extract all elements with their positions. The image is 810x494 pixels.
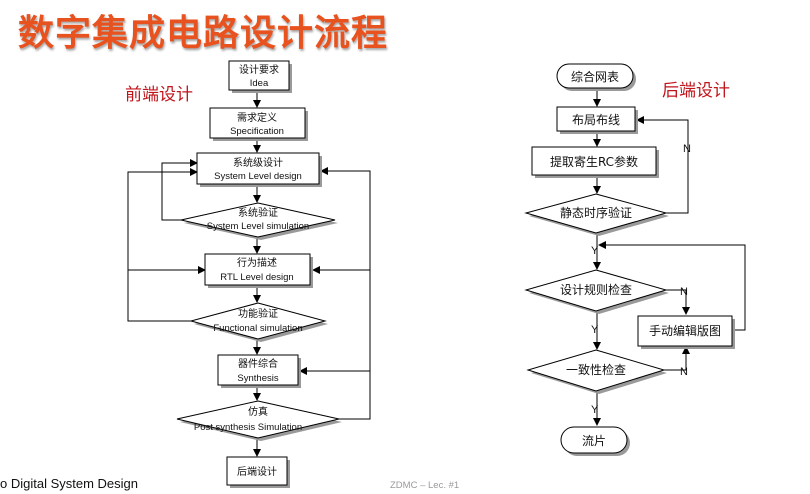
back-place-text: 布局布线 [572,113,620,127]
front-spec-box: 需求定义 Specification [209,107,308,141]
footer-mid: ZDMC – Lec. #1 [390,480,460,491]
front-sys-box: 系统级设计 System Level design [196,152,322,187]
front-post-diamond: 仿真 Post synthesis Simulation [176,400,342,441]
back-lvs-text: 一致性检查 [566,362,626,377]
back-drc-diamond: 设计规则检查 [524,269,669,314]
back-lvs-diamond: 一致性检查 [526,349,667,394]
front-func-en: Functional simulation [213,323,302,334]
back-netlist-text: 综合网表 [571,69,619,84]
front-post-en: Post synthesis Simulation [194,422,302,433]
front-sysver-cn: 系统验证 [238,206,278,219]
front-func-diamond: 功能验证 Functional simulation [189,302,328,342]
front-backend-box: 后端设计 [226,456,290,488]
front-req-en: Idea [250,78,269,89]
front-sysver-diamond: 系统验证 System Level simulation [180,202,338,240]
back-manual-text: 手动编辑版图 [649,323,721,338]
back-sta-yes: Y [591,245,599,257]
back-end-label: 后端设计 [662,81,730,101]
front-backend-cn: 后端设计 [237,465,277,478]
front-synth-cn: 器件综合 [238,357,278,370]
front-sys-cn: 系统级设计 [233,156,283,169]
back-drc-text: 设计规则检查 [560,282,632,297]
back-extract-box: 提取寄生RC参数 [531,146,659,178]
front-synth-en: Synthesis [237,373,278,384]
page-title: 数字集成电路设计流程 [18,13,389,54]
front-post-cn: 仿真 [248,405,268,418]
back-place-box: 布局布线 [556,106,638,134]
front-rtl-cn: 行为描述 [237,256,277,269]
front-sysver-en: System Level simulation [207,221,309,232]
front-connectors [127,92,371,457]
front-rtl-box: 行为描述 RTL Level design [204,253,313,288]
front-req-cn: 设计要求 [239,63,279,76]
footer-left: o Digital System Design [0,476,138,491]
front-synth-box: 器件综合 Synthesis [217,354,301,388]
back-extract-text: 提取寄生RC参数 [550,154,638,169]
back-drc-no: N [680,286,688,298]
front-rtl-en: RTL Level design [220,272,293,283]
back-drc-yes: Y [591,324,599,336]
back-tapeout: 流片 [560,426,630,456]
front-req-box: 设计要求 Idea [228,60,292,93]
front-func-cn: 功能验证 [238,307,278,320]
back-sta-diamond: 静态时序验证 [524,193,669,236]
back-tapeout-text: 流片 [582,434,606,448]
back-connectors [593,90,746,426]
back-netlist: 综合网表 [556,63,636,91]
back-sta-no: N [683,143,691,155]
front-end-label: 前端设计 [125,85,193,105]
front-spec-en: Specification [230,126,284,137]
back-lvs-yes: Y [591,404,599,416]
front-spec-cn: 需求定义 [237,111,277,124]
back-lvs-no: N [680,366,688,378]
back-manual-box: 手动编辑版图 [637,315,735,349]
front-sys-en: System Level design [214,171,302,182]
back-sta-text: 静态时序验证 [560,205,632,220]
